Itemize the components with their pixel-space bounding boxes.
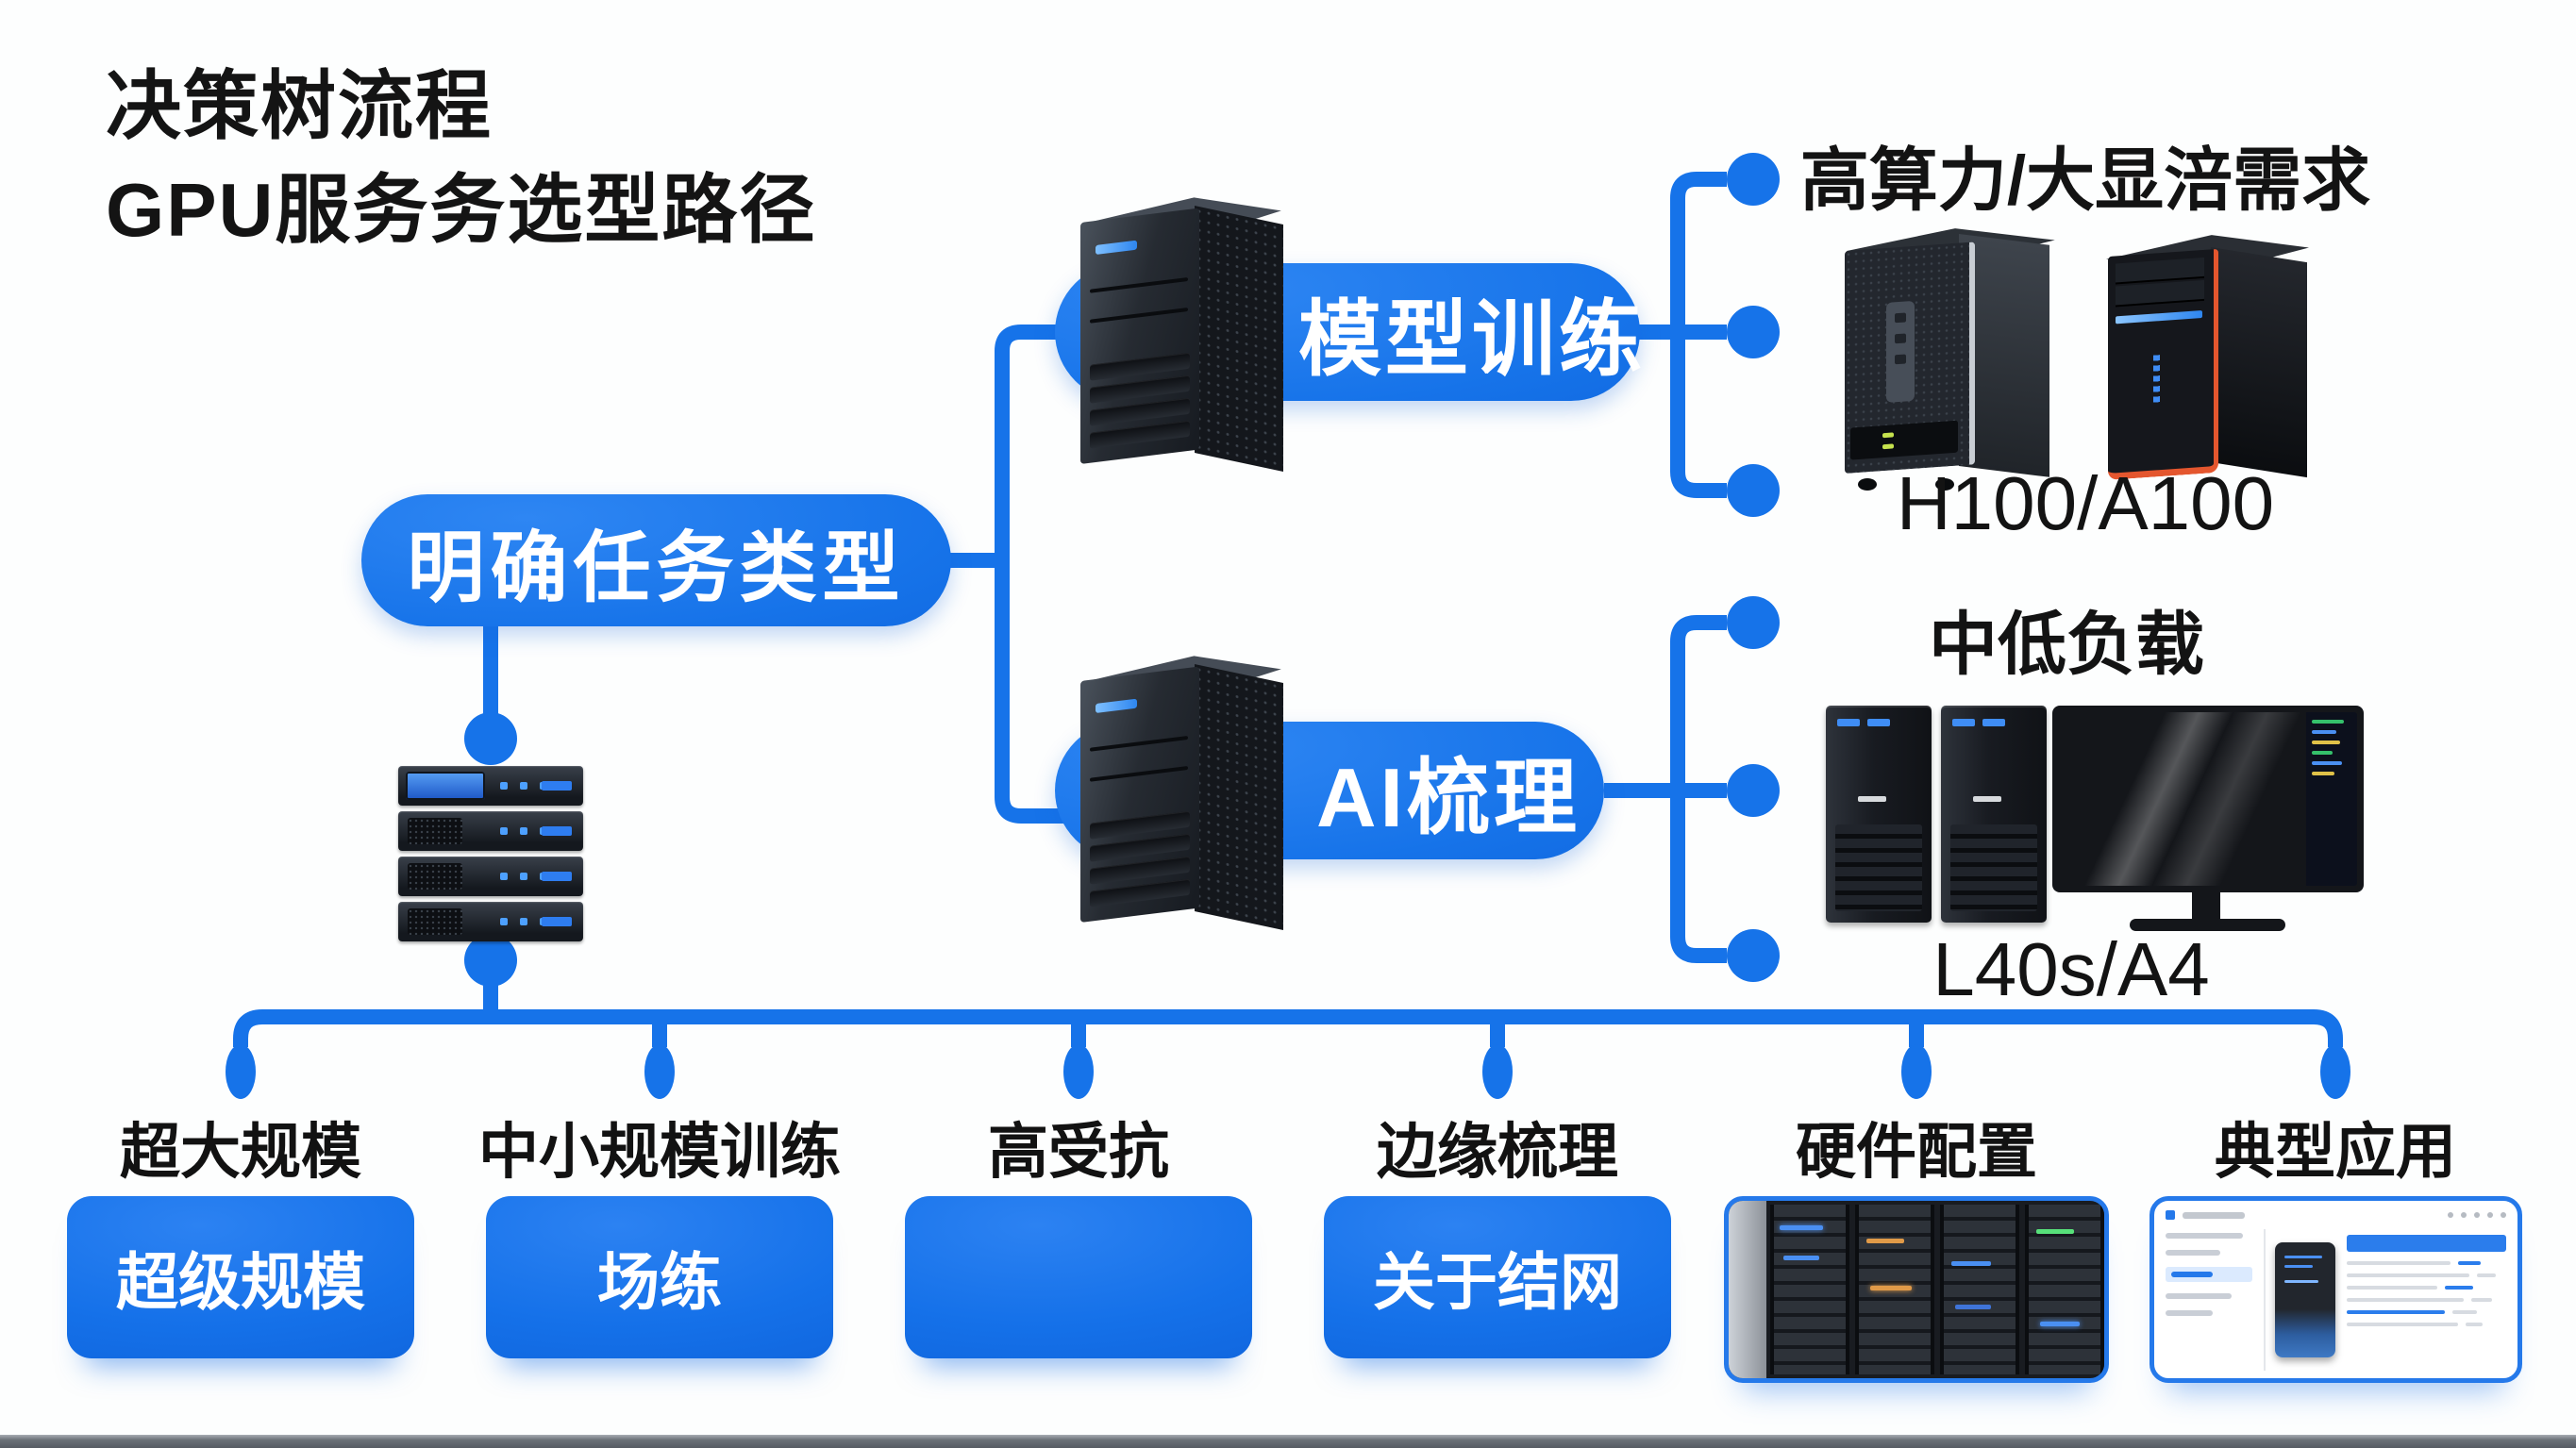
server-rack-room-image <box>1724 1196 2109 1383</box>
column-high-resist: 高受抗 <box>890 1111 1267 1383</box>
column-hardware-config: 硬件配置 <box>1724 1111 2109 1383</box>
rack-unit <box>398 811 583 851</box>
footer-bar <box>0 1435 2576 1448</box>
ai-requirement-text: 中低负载 <box>1929 607 2204 683</box>
column-box: 场练 <box>486 1196 833 1358</box>
ai-models-text: L40s/A4 <box>1932 927 2210 1011</box>
rack-unit <box>398 902 583 941</box>
rack-server-stack-illustration <box>398 766 583 947</box>
column-super-scale: 超大规模 超级规模 <box>52 1111 429 1383</box>
monitor-illustration <box>2052 706 2364 937</box>
column-box: 超级规模 <box>67 1196 414 1358</box>
column-label: 硬件配置 <box>1796 1118 2037 1186</box>
rack-unit <box>398 857 583 896</box>
column-label: 高受抗 <box>988 1118 1169 1186</box>
server-tower-illustration <box>1080 196 1283 472</box>
root-node-pill <box>361 494 951 626</box>
column-label: 典型应用 <box>2215 1118 2456 1186</box>
management-software-screenshot-image <box>2149 1196 2522 1383</box>
column-label: 边缘梳理 <box>1377 1118 1618 1186</box>
rack-unit <box>398 766 583 806</box>
column-box <box>905 1196 1252 1358</box>
server-tower-illustration <box>1080 655 1283 930</box>
nas-tower-illustration <box>1845 226 2057 491</box>
root-node-label: 明确任务类型 <box>407 524 906 611</box>
title-line-1: 决策树流程 <box>106 64 493 148</box>
page-title: 决策树流程 GPU服务务选型路径 <box>106 55 816 262</box>
phone-illustration <box>2274 1242 2335 1357</box>
branch-train-label: 模型训练 <box>1298 291 1647 386</box>
column-label: 中小规模训练 <box>478 1118 841 1186</box>
title-line-2: GPU服务务选型路径 <box>106 168 817 252</box>
train-models-text: H100/A100 <box>1896 461 2275 545</box>
train-requirement-text: 高算力/大显涪需求 <box>1799 142 2371 219</box>
bottom-columns: 超大规模 超级规模 中小规模训练 场练 高受抗 边缘梳理 关于结网 硬件配置 <box>52 1111 2524 1383</box>
column-small-medium: 中小规模训练 场练 <box>471 1111 848 1383</box>
column-box: 关于结网 <box>1324 1196 1671 1358</box>
mini-tower-pair-illustration <box>1826 706 2047 923</box>
column-edge: 边缘梳理 关于结网 <box>1309 1111 1686 1383</box>
desktop-tower-illustration <box>2104 234 2309 484</box>
column-label: 超大规模 <box>120 1118 361 1186</box>
column-typical-apps: 典型应用 <box>2147 1111 2524 1383</box>
branch-ai-label: AI梳理 <box>1315 750 1581 844</box>
